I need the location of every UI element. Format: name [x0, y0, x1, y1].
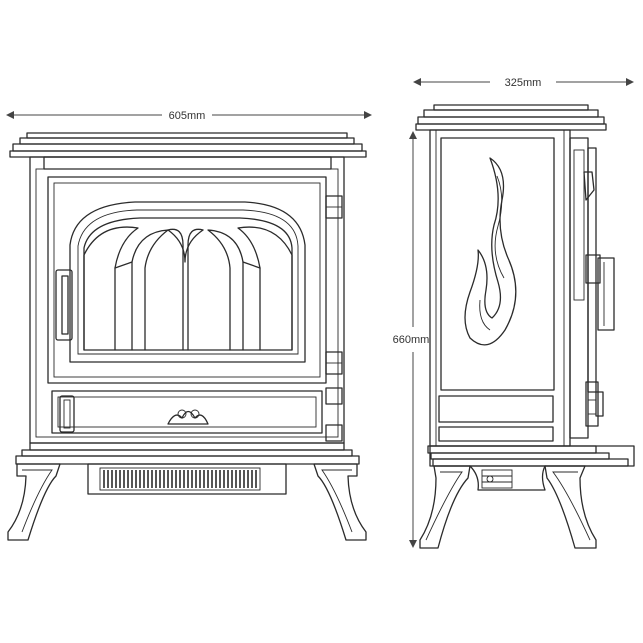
side-top-plate — [415, 104, 607, 131]
front-top-plate — [9, 132, 367, 170]
control-knob-icon — [585, 381, 599, 427]
front-base — [7, 442, 367, 541]
side-right-leg — [544, 465, 597, 549]
side-left-leg — [419, 465, 471, 549]
side-view: 325mm 660mm — [393, 77, 635, 549]
flame-icon — [464, 157, 517, 346]
front-view: 605mm — [6, 110, 372, 541]
depth-dimension: 325mm — [413, 77, 634, 89]
door-handle-icon — [585, 254, 615, 331]
heater-grill — [87, 463, 287, 495]
door-handle-icon — [55, 269, 73, 341]
front-lower-panel — [51, 387, 343, 442]
hinge-icon — [325, 387, 343, 405]
side-door-profile — [569, 137, 615, 439]
front-door — [47, 176, 343, 384]
control-knob-icon — [59, 395, 75, 433]
left-leg — [7, 463, 61, 541]
height-label: 660mm — [393, 334, 430, 346]
right-leg — [313, 463, 367, 541]
width-label: 605mm — [169, 110, 206, 122]
side-body — [429, 129, 571, 447]
side-base — [419, 445, 635, 549]
width-dimension: 605mm — [6, 110, 372, 122]
logo-emblem-icon — [167, 409, 209, 425]
depth-label: 325mm — [505, 77, 542, 89]
front-body — [29, 156, 345, 444]
rear-fittings — [469, 465, 546, 491]
hinge-icon — [325, 424, 343, 442]
height-dimension: 660mm — [393, 131, 430, 548]
